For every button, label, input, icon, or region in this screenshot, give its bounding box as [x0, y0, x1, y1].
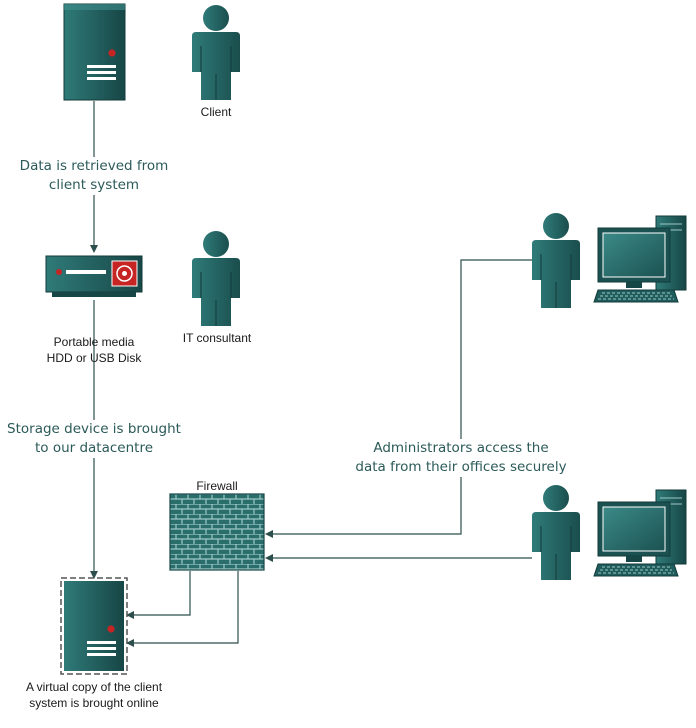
- edge-label-retrieve-line-2: client system: [48, 177, 140, 193]
- person-icon: [532, 485, 580, 580]
- person-icon: [192, 5, 240, 100]
- it-consultant-label: IT consultant: [182, 331, 252, 345]
- edge-label-admin-access-line-1: Administrators access the: [373, 440, 549, 456]
- edge-label-transport-line-2: to our datacentre: [34, 440, 154, 456]
- person-icon: [192, 231, 240, 326]
- firewall-icon: [169, 493, 265, 571]
- firewall-label: Firewall: [196, 479, 238, 493]
- virtual-server-label: A virtual copy of the client system is b…: [6, 679, 182, 711]
- edge-label-admin-access: Administrators access the data from thei…: [349, 439, 573, 477]
- edge-label-retrieve-line-1: Data is retrieved from: [19, 158, 169, 174]
- edge-label-transport-line-1: Storage device is brought: [7, 421, 181, 437]
- portable-media-label-line-2: HDD or USB Disk: [46, 351, 142, 365]
- portable-media-label-line-1: Portable media: [53, 335, 135, 349]
- virtual-server-icon: [60, 577, 128, 675]
- desktop-computer-icon: [593, 215, 687, 303]
- server-icon: [63, 3, 126, 101]
- edge-label-retrieve: Data is retrieved from client system: [14, 157, 174, 195]
- client-label: Client: [200, 105, 232, 119]
- edge-firewall-vm-1: [126, 571, 191, 619]
- edge-label-transport: Storage device is brought to our datacen…: [3, 420, 185, 458]
- virtual-server-label-line-1: A virtual copy of the client: [25, 680, 163, 694]
- virtual-server-label-line-2: system is brought online: [29, 696, 159, 710]
- edge-label-admin-access-line-2: data from their offices securely: [355, 459, 567, 475]
- portable-drive-icon: [45, 255, 143, 297]
- portable-media-label: Portable media HDD or USB Disk: [30, 334, 158, 366]
- edge-firewall-vm-2: [126, 571, 239, 647]
- desktop-computer-icon: [593, 489, 687, 577]
- person-icon: [532, 213, 580, 308]
- edge-admin-1: [265, 259, 532, 538]
